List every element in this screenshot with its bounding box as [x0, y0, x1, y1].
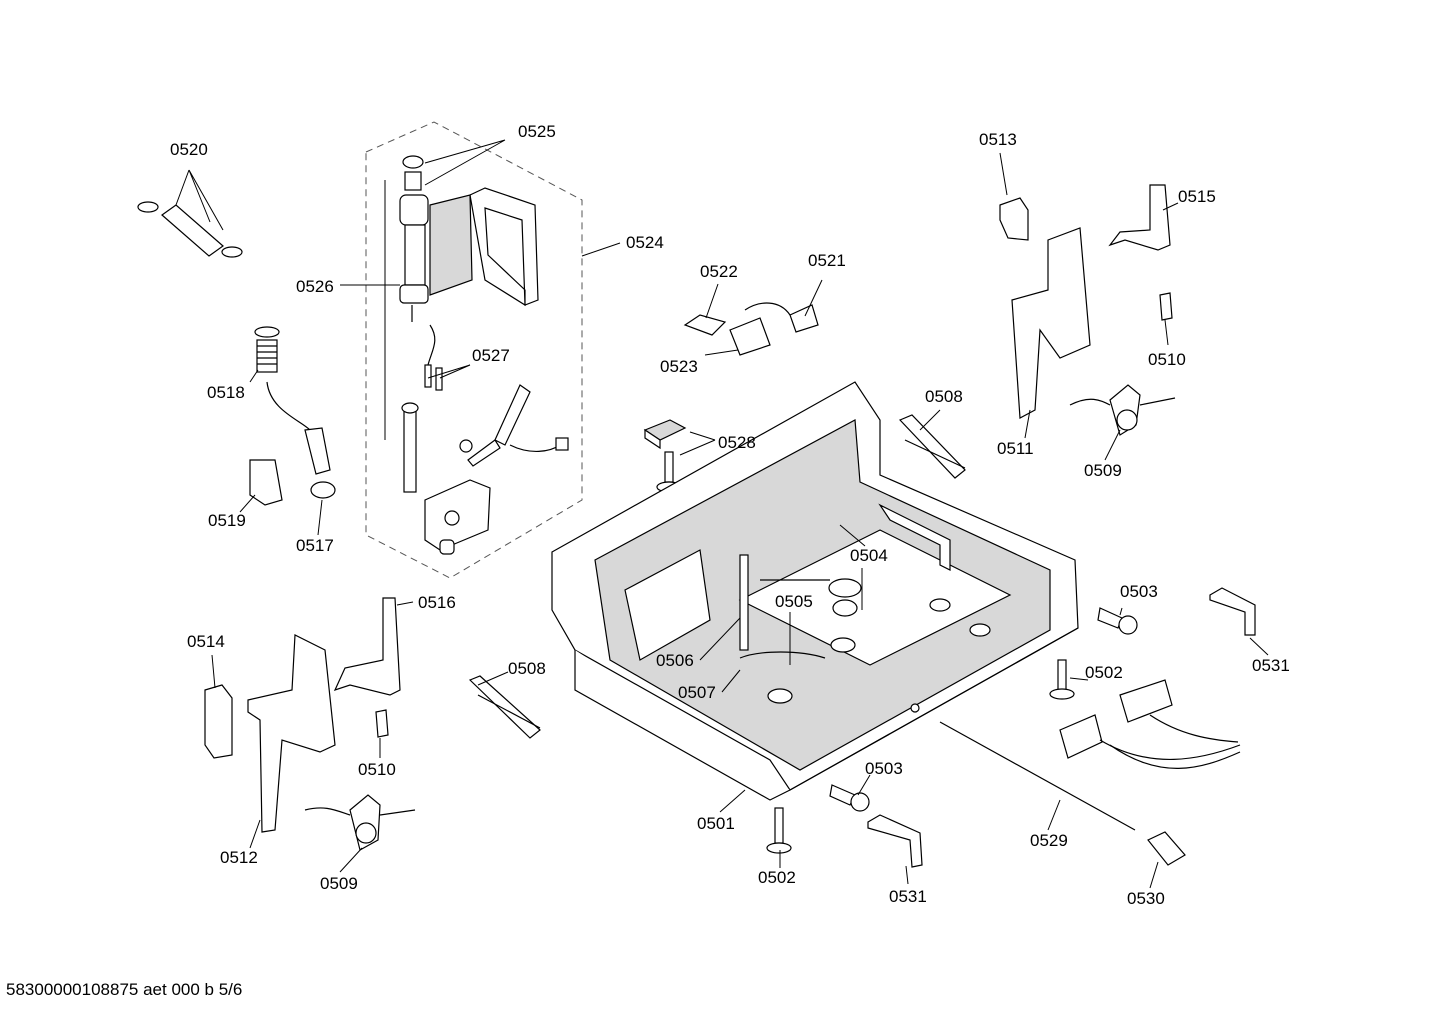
part-0519-clip [249, 459, 283, 506]
label-0518: 0518 [207, 383, 245, 402]
part-0503-bolt-b [829, 784, 870, 812]
part-0503-bolt-a [1097, 607, 1138, 635]
label-0520: 0520 [170, 140, 208, 159]
part-0512-bracket [247, 634, 336, 833]
label-0524: 0524 [626, 233, 664, 252]
part-0501-base-tub [551, 381, 1079, 801]
part-0510-clip-b [375, 709, 389, 738]
part-0530-cap [1147, 831, 1186, 866]
assembly-boundary-0524 [365, 121, 583, 579]
label-0509-a: 0509 [1084, 461, 1122, 480]
label-0506: 0506 [656, 651, 694, 670]
label-0526: 0526 [296, 277, 334, 296]
label-0531-a: 0531 [1252, 656, 1290, 675]
part-0508-spring-b [468, 675, 541, 739]
part-0518-bellows [254, 326, 311, 431]
label-0525: 0525 [518, 122, 556, 141]
part-0520-hose [137, 201, 243, 258]
part-0514-cover [204, 684, 233, 759]
label-0508-a: 0508 [925, 387, 963, 406]
part-0516-bracket [333, 597, 401, 696]
label-0503-a: 0503 [1120, 582, 1158, 601]
label-0531-b: 0531 [889, 887, 927, 906]
part-0502-screw-b [1049, 659, 1075, 700]
part-0531-strip-b [867, 814, 923, 868]
part-0526-pump [399, 155, 429, 322]
label-0502-a: 0502 [1085, 663, 1123, 682]
label-0528: 0528 [718, 433, 756, 452]
part-0521-connector [744, 302, 819, 333]
part-0510-clip-a [1159, 292, 1173, 321]
part-0517-hose-ring [304, 427, 336, 499]
label-0523: 0523 [660, 357, 698, 376]
label-0521: 0521 [808, 251, 846, 270]
leader-lines [175, 139, 1269, 889]
part-0511-bracket [1011, 227, 1091, 419]
label-0514: 0514 [187, 632, 225, 651]
label-0510-b: 0510 [358, 760, 396, 779]
label-0522: 0522 [700, 262, 738, 281]
part-0522-connector [683, 314, 727, 336]
label-0502-b: 0502 [758, 868, 796, 887]
part-0531-strip-a [1209, 587, 1256, 636]
part-0529-rod [939, 721, 1136, 831]
label-0530: 0530 [1127, 889, 1165, 908]
label-0501: 0501 [697, 814, 735, 833]
part-0509-motor-b [304, 794, 416, 851]
part-0527-sensor [424, 324, 443, 391]
part-0515-bracket [1108, 184, 1171, 251]
part-wiring-harness [1059, 679, 1241, 769]
part-0524-corrugated-hose [459, 384, 569, 467]
part-0524-bracket [424, 479, 491, 555]
part-0524-pipe [401, 402, 419, 493]
label-0503-b: 0503 [865, 759, 903, 778]
label-0527: 0527 [472, 346, 510, 365]
label-0510-a: 0510 [1148, 350, 1186, 369]
label-0513: 0513 [979, 130, 1017, 149]
part-0502-screw-c [766, 807, 792, 854]
label-0507: 0507 [678, 683, 716, 702]
label-0512: 0512 [220, 848, 258, 867]
document-footer-code: 58300000108875 aet 000 b 5/6 [6, 980, 243, 999]
label-0504: 0504 [850, 546, 888, 565]
label-0519: 0519 [208, 511, 246, 530]
label-0511: 0511 [997, 439, 1034, 458]
label-0516: 0516 [418, 593, 456, 612]
part-0523-holder [729, 317, 771, 356]
part-0528-block [643, 419, 687, 450]
part-0509-motor-a [1069, 384, 1176, 436]
part-0513-cover [999, 197, 1029, 241]
label-0505: 0505 [775, 592, 813, 611]
label-0509-b: 0509 [320, 874, 358, 893]
label-0517: 0517 [296, 536, 334, 555]
part-0508-spring-a [898, 414, 966, 479]
label-0515: 0515 [1178, 187, 1216, 206]
part-0524-cover [429, 187, 539, 307]
label-0508-b: 0508 [508, 659, 546, 678]
label-0529: 0529 [1030, 831, 1068, 850]
